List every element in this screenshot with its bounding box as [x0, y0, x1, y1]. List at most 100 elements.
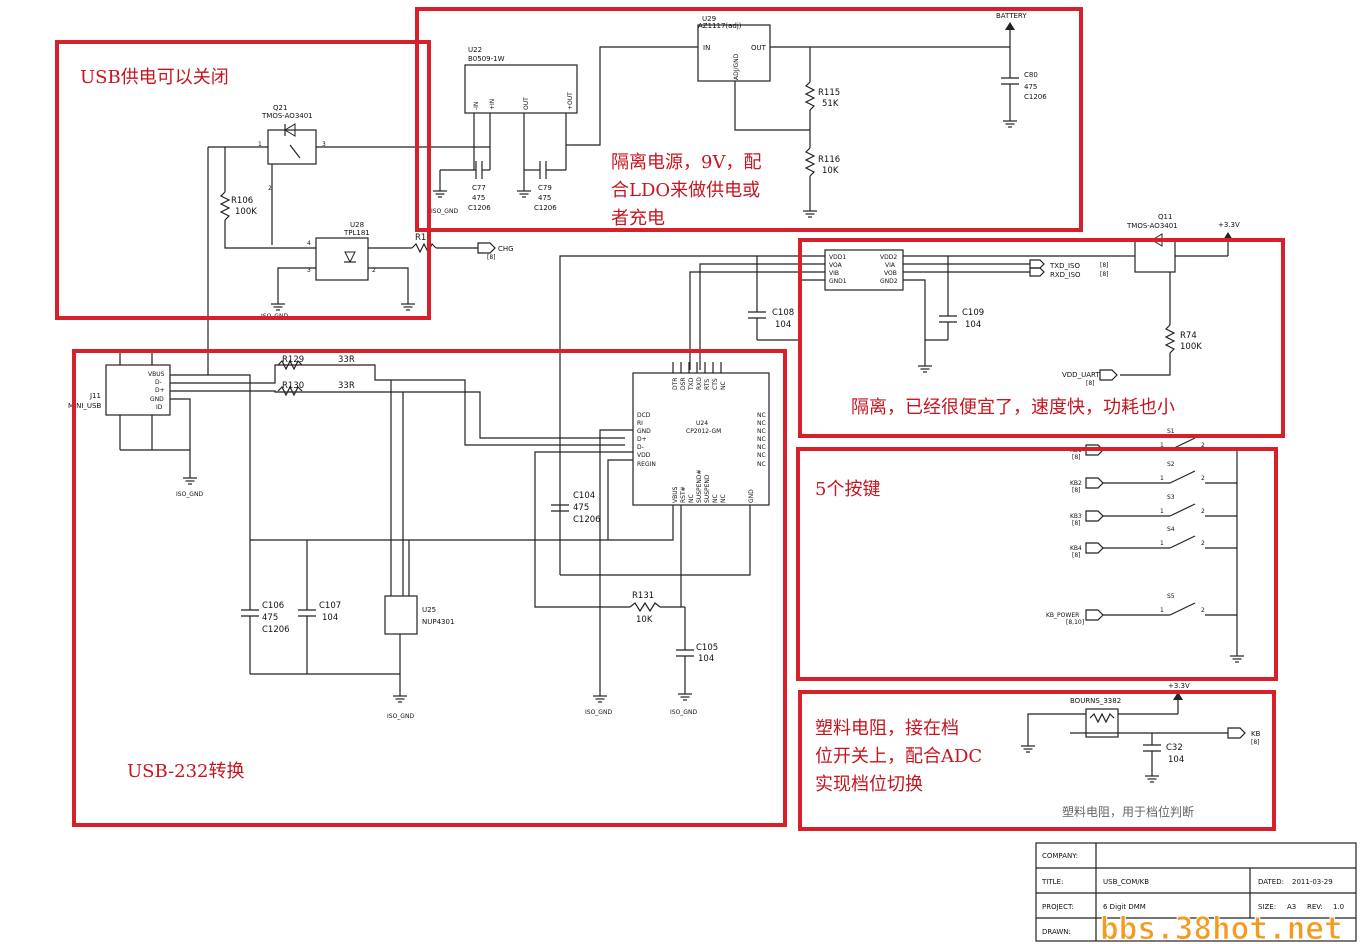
ann-pot-1: 塑料电阻，接在档	[815, 718, 959, 739]
s1-pin1: 1	[1160, 442, 1164, 449]
u24-pin-nc2: NC	[757, 420, 766, 427]
s3-port	[1085, 510, 1104, 522]
u24-pin-nc4: NC	[757, 436, 766, 443]
u24-pin-nc-top: NC	[720, 381, 727, 390]
s2-pin2: 2	[1201, 475, 1205, 482]
s1-sheet: [8]	[1072, 454, 1081, 461]
u24-pin-gnd-b: GND	[748, 489, 755, 503]
annotation-boxes	[55, 7, 1285, 831]
box-usb232	[72, 349, 787, 827]
u24-pin-dcd: DCD	[637, 412, 651, 419]
u24-pin-txd: TXD	[688, 377, 695, 391]
tb-company-label: COMPANY:	[1042, 852, 1078, 860]
u22-part: B0509-1W	[468, 55, 505, 63]
tb-drawn-label: DRAWN:	[1042, 928, 1071, 936]
s1-ref: S1	[1167, 428, 1175, 435]
title-block: COMPANY: TITLE: USB_COM/KB DATED: 2011-0…	[1035, 842, 1357, 942]
u24-top-pins: DTR DSR TXD RXD RTS CTS NC	[672, 377, 727, 391]
u24-bottom-pins: VBUS RST# NC SUSPEND# SUSPEND NC NC GND	[672, 469, 755, 503]
isolator-body	[824, 249, 904, 291]
pot-net: KB	[1251, 730, 1261, 738]
ann-pot-3: 实现档位切换	[815, 774, 923, 795]
u29-body	[697, 24, 771, 82]
c105-val: 104	[698, 654, 714, 664]
r130-val: 33R	[338, 381, 355, 391]
iso-pin-gnd1: GND1	[829, 278, 847, 285]
s3-net: KB3	[1070, 513, 1082, 520]
r129-ref: R129	[282, 355, 304, 365]
box-isolation	[798, 238, 1285, 438]
u22-pin1: -IN	[473, 102, 480, 110]
s1-pin2: 2	[1201, 442, 1205, 449]
u22-pin4: +OUT	[567, 92, 574, 110]
c79-val: 475	[538, 194, 551, 202]
u25-ref: U25	[422, 606, 436, 614]
j11-part: MINI_USB	[68, 402, 101, 410]
chg-port	[477, 242, 496, 254]
u22-ref: U22	[468, 46, 482, 54]
iso-pin-vdd1: VDD1	[829, 254, 846, 261]
u24-pin-rxd: RXD	[696, 377, 703, 390]
box-pot	[798, 690, 1276, 831]
u24-part: CP2012-GM	[686, 428, 721, 435]
c80-ref: C80	[1024, 71, 1038, 79]
box-usb-power	[55, 40, 431, 320]
usb-connector: J11 MINI_USB VBUS D- D+ GND ID ISO_GND R…	[68, 349, 625, 540]
battery-arrow-icon	[1005, 22, 1015, 30]
c104-ref: C104	[573, 491, 595, 501]
u28-ref: U28	[350, 221, 364, 229]
r74-val: 100K	[1180, 342, 1202, 352]
ann-isolation: 隔离，已经很便宜了，速度快，功耗也小	[851, 397, 1175, 418]
u29-pin-adj: ADJ/GND	[733, 53, 740, 80]
u24-pin-dp: D+	[637, 436, 647, 443]
svg-text:2: 2	[372, 267, 376, 274]
c32-val: 104	[1168, 755, 1184, 765]
r130-ref: R130	[282, 381, 304, 391]
u24-pin-dsr: DSR	[680, 377, 687, 390]
s4-pin1: 1	[1160, 540, 1164, 547]
chg-label: CHG	[498, 245, 514, 253]
s3-sheet: [8]	[1072, 520, 1081, 527]
u24-pin-nc7: NC	[757, 461, 766, 468]
u22-iso-gnd: ISO_GND	[431, 208, 458, 215]
ann-pot-2: 位开关上，配合ADC	[815, 746, 982, 767]
q11-part: TMOS-AO3401	[1126, 222, 1178, 230]
s5-lever	[1169, 602, 1196, 616]
s2-ref: S2	[1167, 461, 1175, 468]
u24-pin-vdd: VDD	[637, 452, 651, 459]
annotation-texts: USB供电可以关闭 隔离电源，9V，配 合LDO来做供电或 者充电 隔离，已经很…	[80, 67, 1175, 795]
u24-pin-nc3: NC	[757, 428, 766, 435]
u29-pin-out: OUT	[751, 44, 767, 52]
u24-pin-dtr: DTR	[672, 378, 679, 390]
ldo-section: U29 AZ1117(adj) IN OUT ADJ/GND BATTERY C…	[570, 12, 1047, 218]
ann-usb232: USB-232转换	[127, 761, 245, 782]
r116-ref: R116	[818, 155, 840, 165]
c104-val: 475	[573, 503, 589, 513]
svg-text:2: 2	[268, 185, 272, 192]
j11-pin-vbus: VBUS	[148, 371, 165, 378]
u24-pin-suspend: SUSPEND	[704, 474, 711, 503]
c105-ref: C105	[696, 643, 718, 653]
c109-val: 104	[965, 320, 981, 330]
u22-body	[464, 64, 578, 114]
isolator-section: VDD1 VOA VIB GND1 VDD2 VIA VOB GND2 C108…	[559, 213, 1240, 575]
r116-val: 10K	[822, 166, 839, 176]
battery-label: BATTERY	[996, 12, 1027, 20]
rxd-label: RXD_ISO	[1050, 271, 1081, 279]
s1-port	[1085, 444, 1104, 456]
watermark: bbs.38hot.net	[1100, 911, 1343, 944]
u25-part: NUP4301	[422, 618, 454, 626]
svg-text:1: 1	[258, 141, 262, 148]
u24-pin-nc5: NC	[757, 444, 766, 451]
u24-pin-regin: REGIN	[637, 461, 656, 468]
s4-port	[1085, 542, 1104, 554]
box-keys	[796, 447, 1278, 681]
r106-val: 100K	[235, 207, 257, 217]
ann-usb-power: USB供电可以关闭	[80, 67, 229, 88]
c77-ref: C77	[472, 184, 486, 192]
r115-val: 51K	[822, 99, 839, 109]
c77-pkg: C1206	[468, 204, 491, 212]
s5-pin2: 2	[1201, 607, 1205, 614]
u29-ref: U29	[702, 15, 716, 23]
u29-part: AZ1117(adj)	[698, 22, 742, 30]
